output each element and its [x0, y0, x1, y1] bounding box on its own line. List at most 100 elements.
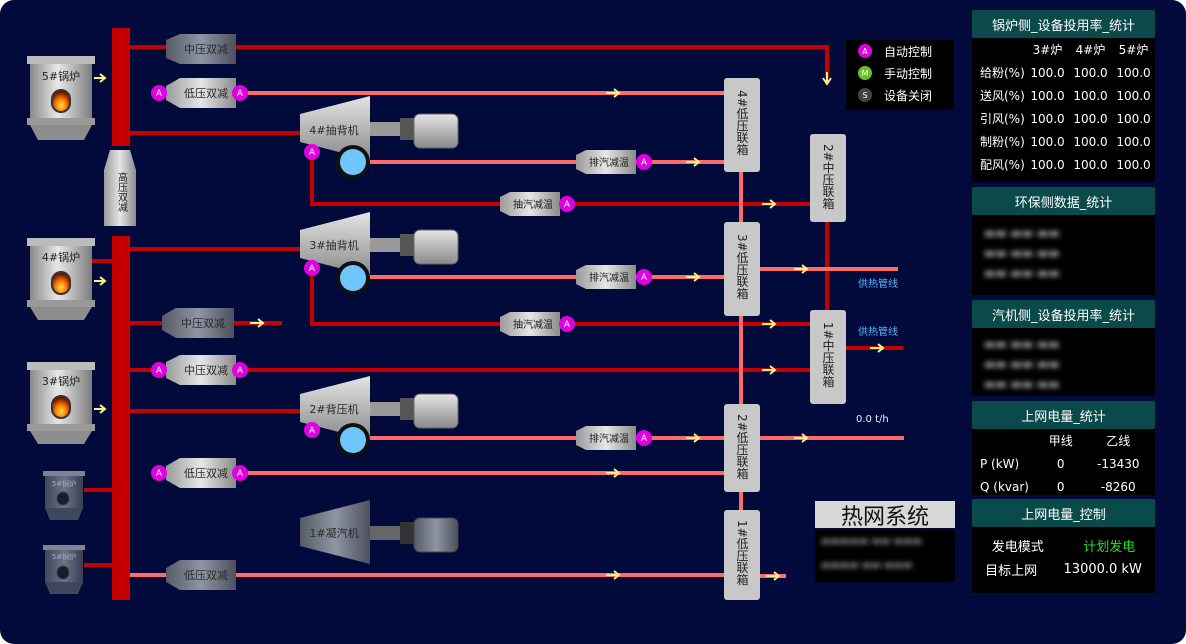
auto-badge[interactable]: A — [304, 422, 320, 438]
svg-text:A: A — [309, 148, 316, 158]
reducer-label: 低压双减 — [184, 467, 228, 480]
header-label: 3#低压联箱 — [735, 234, 749, 300]
low-header-2[interactable]: 2#低压联箱 — [724, 404, 760, 492]
exhaust-attemperator-3[interactable]: 排汽减温 — [576, 426, 636, 450]
blurred-content: ▬▬▬▬▬ ▬▬ ▬▬▬ — [821, 536, 922, 547]
reducer-label: 中压双减 — [181, 317, 225, 330]
legend-label: 手动控制 — [884, 66, 933, 81]
reducer-label: 中压双减 — [184, 364, 228, 377]
legend-label: 自动控制 — [884, 44, 933, 59]
legend-item-manual: M 手动控制 — [846, 62, 954, 84]
column-header: 5#炉 — [1118, 43, 1149, 57]
attemperator-label: 抽汽减温 — [513, 318, 553, 331]
turbine-side-title[interactable]: 汽机侧_设备投用率_统计 — [972, 300, 1155, 328]
auto-badge[interactable]: A — [636, 269, 652, 285]
table-row: Q (kvar) 0 -8260 — [980, 479, 1136, 494]
low-reducer-bottom[interactable]: 低压双减 — [166, 560, 236, 590]
turbine-4[interactable]: 4#抽背机 — [300, 96, 459, 179]
auto-badge[interactable]: A — [151, 85, 167, 101]
boiler-label: 3#锅炉 — [42, 375, 80, 388]
svg-text:A: A — [564, 320, 571, 330]
svg-text:A: A — [156, 366, 163, 376]
header-label: 1#低压联箱 — [735, 520, 749, 586]
attemperator-label: 排汽减温 — [589, 432, 629, 445]
svg-text:A: A — [156, 469, 163, 479]
grid-stats-title[interactable]: 上网电量_统计 — [972, 401, 1155, 429]
mode-label: 发电模式 — [991, 539, 1044, 555]
turbine-2[interactable]: 2#背压机 — [300, 376, 459, 457]
auto-badge-icon: A — [858, 44, 872, 58]
auto-badge[interactable]: A — [232, 465, 248, 481]
boiler-4[interactable]: 4#锅炉 — [27, 238, 95, 320]
auto-badge[interactable]: A — [232, 362, 248, 378]
mid-reducer-second[interactable]: 中压双减 — [162, 308, 234, 338]
turbine-1[interactable]: 1#凝汽机 — [300, 500, 459, 564]
flow-readout: 0.0 t/h — [856, 414, 889, 425]
svg-text:A: A — [237, 469, 244, 479]
mode-value[interactable]: 计划发电 — [1083, 539, 1136, 555]
legend: A 自动控制 M 手动控制 S 设备关闭 — [846, 40, 954, 110]
auto-badge[interactable]: A — [232, 85, 248, 101]
auto-badge[interactable]: A — [304, 260, 320, 276]
auto-badge[interactable]: A — [636, 430, 652, 446]
attemperator-label: 排汽减温 — [589, 156, 629, 169]
legend-item-auto: A 自动控制 — [846, 40, 954, 62]
svg-text:A: A — [641, 158, 648, 168]
auto-badge[interactable]: A — [151, 362, 167, 378]
target-value[interactable]: 13000.0 kW — [1063, 561, 1142, 577]
turbine-side-panel: ▬▬ ▬▬ ▬▬▬▬ ▬▬ ▬▬▬▬ ▬▬ ▬▬ — [972, 328, 1155, 396]
env-side-title[interactable]: 环保侧数据_统计 — [972, 187, 1155, 215]
low-header-3[interactable]: 3#低压联箱 — [724, 222, 760, 316]
boiler-3[interactable]: 3#锅炉 — [27, 362, 95, 444]
grid-control-panel: 发电模式 计划发电 目标上网 13000.0 kW — [972, 527, 1155, 593]
exhaust-attemperator-1[interactable]: 排汽减温 — [576, 150, 636, 174]
boiler-small-2[interactable]: 5#锅炉 — [43, 545, 85, 594]
boiler-label: 5#锅炉 — [52, 479, 76, 488]
auto-badge[interactable]: A — [151, 465, 167, 481]
mid-reducer-third[interactable]: 中压双减 — [166, 355, 236, 385]
turbine-label: 3#抽背机 — [309, 238, 358, 252]
manual-badge-icon: M — [858, 66, 872, 80]
auto-badge[interactable]: A — [559, 196, 575, 212]
turbine-label: 1#凝汽机 — [309, 526, 358, 540]
turbine-label: 2#背压机 — [309, 402, 358, 416]
mid-header-2[interactable]: 2#中压联箱 — [810, 134, 846, 222]
heat-pipe-label: 供热管线 — [858, 325, 898, 338]
auto-badge[interactable]: A — [636, 154, 652, 170]
low-header-4[interactable]: 4#低压联箱 — [724, 78, 760, 172]
auto-badge[interactable]: A — [559, 316, 575, 332]
low-header-1[interactable]: 1#低压联箱 — [724, 510, 760, 600]
mid-reducer-top[interactable]: 中压双减 — [166, 34, 236, 64]
reducer-label: 低压双减 — [184, 569, 228, 582]
boiler-small-1[interactable]: 5#锅炉 — [43, 471, 85, 520]
extraction-attemperator-2[interactable]: 抽汽减温 — [500, 312, 560, 336]
svg-text:A: A — [309, 264, 316, 274]
turbine-3[interactable]: 3#抽背机 — [300, 212, 459, 295]
blurred-content: ▬▬▬▬ ▬▬ ▬▬▬ — [821, 560, 913, 571]
heat-pipe-label: 供热管线 — [858, 277, 898, 290]
exhaust-attemperator-2[interactable]: 排汽减温 — [576, 265, 636, 289]
low-reducer-third[interactable]: 低压双减 — [166, 458, 236, 488]
hp-reducer[interactable]: 高压双减 — [104, 150, 136, 226]
grid-control-title[interactable]: 上网电量_控制 — [972, 499, 1155, 527]
extraction-attemperator-1[interactable]: 抽汽减温 — [500, 192, 560, 216]
legend-item-shutdown: S 设备关闭 — [846, 84, 954, 106]
hp-header-bottom — [112, 236, 130, 600]
boiler-5[interactable]: 5#锅炉 — [27, 56, 95, 140]
svg-text:A: A — [156, 89, 163, 99]
turbine-label: 4#抽背机 — [309, 123, 358, 137]
svg-text:A: A — [641, 273, 648, 283]
auto-badge[interactable]: A — [304, 144, 320, 160]
low-reducer-top[interactable]: 低压双减 — [166, 78, 236, 108]
column-header: 乙线 — [1106, 434, 1131, 448]
heat-network-panel: ▬▬▬▬▬ ▬▬ ▬▬▬ ▬▬▬▬ ▬▬ ▬▬▬ — [815, 530, 955, 582]
heat-network-title[interactable]: 热网系统 — [815, 501, 955, 530]
boiler-side-title[interactable]: 锅炉侧_设备投用率_统计 — [972, 10, 1155, 38]
mid-header-1[interactable]: 1#中压联箱 — [810, 310, 846, 404]
